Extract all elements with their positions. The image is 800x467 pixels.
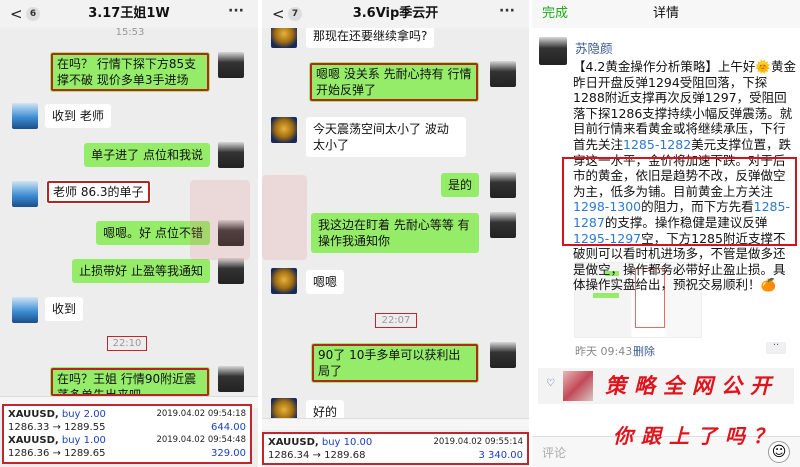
author-name[interactable]: 苏隐颜 (575, 41, 613, 56)
comment-input[interactable]: 评论 (542, 446, 567, 460)
message-sent: 在吗？王姐 行情90附近震荡多单先出来吧 (50, 367, 210, 397)
message-sent: 我这边在盯着 先耐心等等 有操作我通知你 (311, 213, 479, 253)
timestamp: 22:07 (375, 313, 417, 328)
avatar[interactable] (490, 61, 516, 87)
unread-badge: 6 (26, 7, 40, 21)
likes-section: ♡ (538, 368, 794, 404)
message-received: 那现在还要继续拿吗? (306, 24, 435, 48)
author-avatar[interactable] (539, 37, 567, 65)
avatar[interactable] (12, 181, 38, 207)
chat-title: 3.17王姐1W (88, 6, 170, 21)
post-time: 昨天 09:43 (575, 345, 633, 358)
avatar[interactable] (271, 268, 297, 294)
avatar[interactable] (218, 220, 244, 246)
price-range-highlight[interactable]: 1298-1300 (573, 199, 642, 215)
more-icon[interactable]: ··· (499, 3, 515, 19)
trade-prices: 1286.36 → 1289.65 (8, 448, 106, 459)
price-range-highlight[interactable]: 1285-1282 (623, 136, 692, 152)
avatar[interactable] (12, 103, 38, 129)
message-sent: 止损带好 止盈等我通知 (72, 259, 210, 283)
overlay-caption-2: 你跟上了吗？ (613, 424, 781, 448)
avatar[interactable] (218, 366, 244, 392)
message-received: 收到 (45, 297, 84, 321)
message-received: 老师 86.3的单子 (46, 180, 151, 204)
timestamp: 22:10 (107, 336, 147, 351)
message-sent: 90了 10手多单可以获利出局了 (311, 343, 479, 383)
trade-time: 2019.04.02 09:54:18 (156, 409, 246, 419)
post-text-segment: 美元支撑位置，跌穿这一水平，金价将加速下跌。对于后市的黄金，依旧是趋势不改，反弹… (573, 136, 792, 199)
trade-prices: 1286.33 → 1289.55 (8, 422, 106, 433)
trade-side: buy 10.00 (321, 437, 373, 448)
highlight-box (562, 157, 797, 246)
message-sent: 嗯嗯 没关系 先耐心持有 行情开始反弹了 (309, 62, 479, 102)
post-text-segment: 的支撑。操作稳健是建议反弹 (604, 214, 768, 230)
message-received: 嗯嗯 (306, 270, 345, 294)
trade-profit: 3 340.00 (478, 450, 523, 461)
chat-header: < 7 3.6Vip季云开 ··· (262, 0, 529, 28)
avatar[interactable] (271, 117, 297, 143)
price-range-highlight[interactable]: 1295-1297 (573, 230, 642, 246)
input-bar[interactable] (262, 418, 529, 430)
trade-symbol: XAUUSD, (8, 409, 59, 420)
post-text-segment: 【4.2黄金操作分析策略】上午好🌞黄金昨日开盘反弹1294受阻回落，下探1288… (573, 59, 796, 152)
trade-prices: 1286.34 → 1289.68 (268, 450, 366, 461)
avatar[interactable] (490, 212, 516, 238)
message-received: 今天震荡空间太小了 波动太小了 (306, 117, 466, 157)
message-sent: 嗯嗯。好 点位不错 (96, 221, 210, 245)
detail-title: 详情 (652, 6, 679, 21)
done-button[interactable]: 完成 (542, 6, 569, 21)
back-icon[interactable]: < (10, 5, 23, 23)
trade-time: 2019.04.02 09:54:48 (156, 435, 246, 445)
chat-title: 3.6Vip季云开 (352, 6, 439, 21)
avatar[interactable] (218, 52, 244, 78)
chat-header: < 6 3.17王姐1W ··· (0, 0, 258, 28)
trade-profit: 329.00 (211, 448, 246, 459)
trade-symbol: XAUUSD, (268, 437, 319, 448)
trade-profit: 644.00 (211, 422, 246, 433)
moments-detail-panel: 完成 详情 苏隐颜 昨天 09:43 删除 ·· ♡ 评论 ☺ (532, 0, 800, 467)
message-sent: 单子进了 点位和我说 (84, 143, 210, 167)
post-text-segment: 空，下方1285附近支撑不破则可以看时机进场多，不管是做多还是做空，操作都务必带… (573, 230, 786, 293)
post-image-thumbnail[interactable] (574, 262, 702, 338)
post-text-segment: 的阻力，而下方先看 (641, 199, 754, 215)
seal-watermark (262, 175, 307, 260)
trade-side: buy 1.00 (61, 435, 106, 446)
trade-record: XAUUSD, buy 2.00 2019.04.02 09:54:18 1286… (2, 404, 252, 464)
avatar[interactable] (490, 172, 516, 198)
chat-panel-wangjie: < 6 3.17王姐1W ··· 15:53 在吗？ 行情下探下方85支撑不破 … (0, 0, 258, 467)
trade-side: buy 2.00 (61, 409, 106, 420)
message-sent: 是的 (440, 173, 479, 197)
post-text: 【4.2黄金操作分析策略】上午好🌞黄金昨日开盘反弹1294受阻回落，下探1288… (573, 59, 797, 293)
price-range-highlight[interactable]: 1285-1287 (573, 199, 790, 230)
trade-record: XAUUSD, buy 10.00 2019.04.02 09:55:14 128… (262, 432, 529, 465)
more-icon[interactable]: ··· (228, 3, 244, 19)
back-icon[interactable]: < (272, 5, 285, 23)
chat-panel-vip: 那现在还要继续拿吗? < 7 3.6Vip季云开 ··· 嗯嗯 没关系 先耐心持… (262, 0, 529, 467)
timestamp: 15:53 (115, 27, 145, 38)
avatar[interactable] (490, 342, 516, 368)
avatar[interactable] (218, 142, 244, 168)
message-received: 收到 老师 (45, 104, 111, 128)
unread-badge: 7 (288, 7, 302, 21)
heart-icon: ♡ (546, 378, 555, 389)
overlay-caption-1: 策略全网公开 (605, 373, 779, 398)
emoji-icon[interactable]: ☺ (768, 441, 790, 463)
trade-symbol: XAUUSD, (8, 435, 59, 446)
delete-link[interactable]: 删除 (633, 345, 655, 358)
seal-watermark (190, 180, 250, 260)
avatar[interactable] (218, 258, 244, 284)
message-sent: 在吗？ 行情下探下方85支撑不破 现价多单3手进场 (50, 52, 210, 92)
comment-bar: 评论 ☺ (532, 436, 800, 467)
trade-time: 2019.04.02 09:55:14 (433, 437, 523, 447)
avatar[interactable] (12, 297, 38, 323)
liker-avatar[interactable] (563, 371, 593, 401)
detail-header: 完成 详情 (532, 0, 800, 28)
comment-menu-button[interactable]: ·· (766, 341, 786, 354)
